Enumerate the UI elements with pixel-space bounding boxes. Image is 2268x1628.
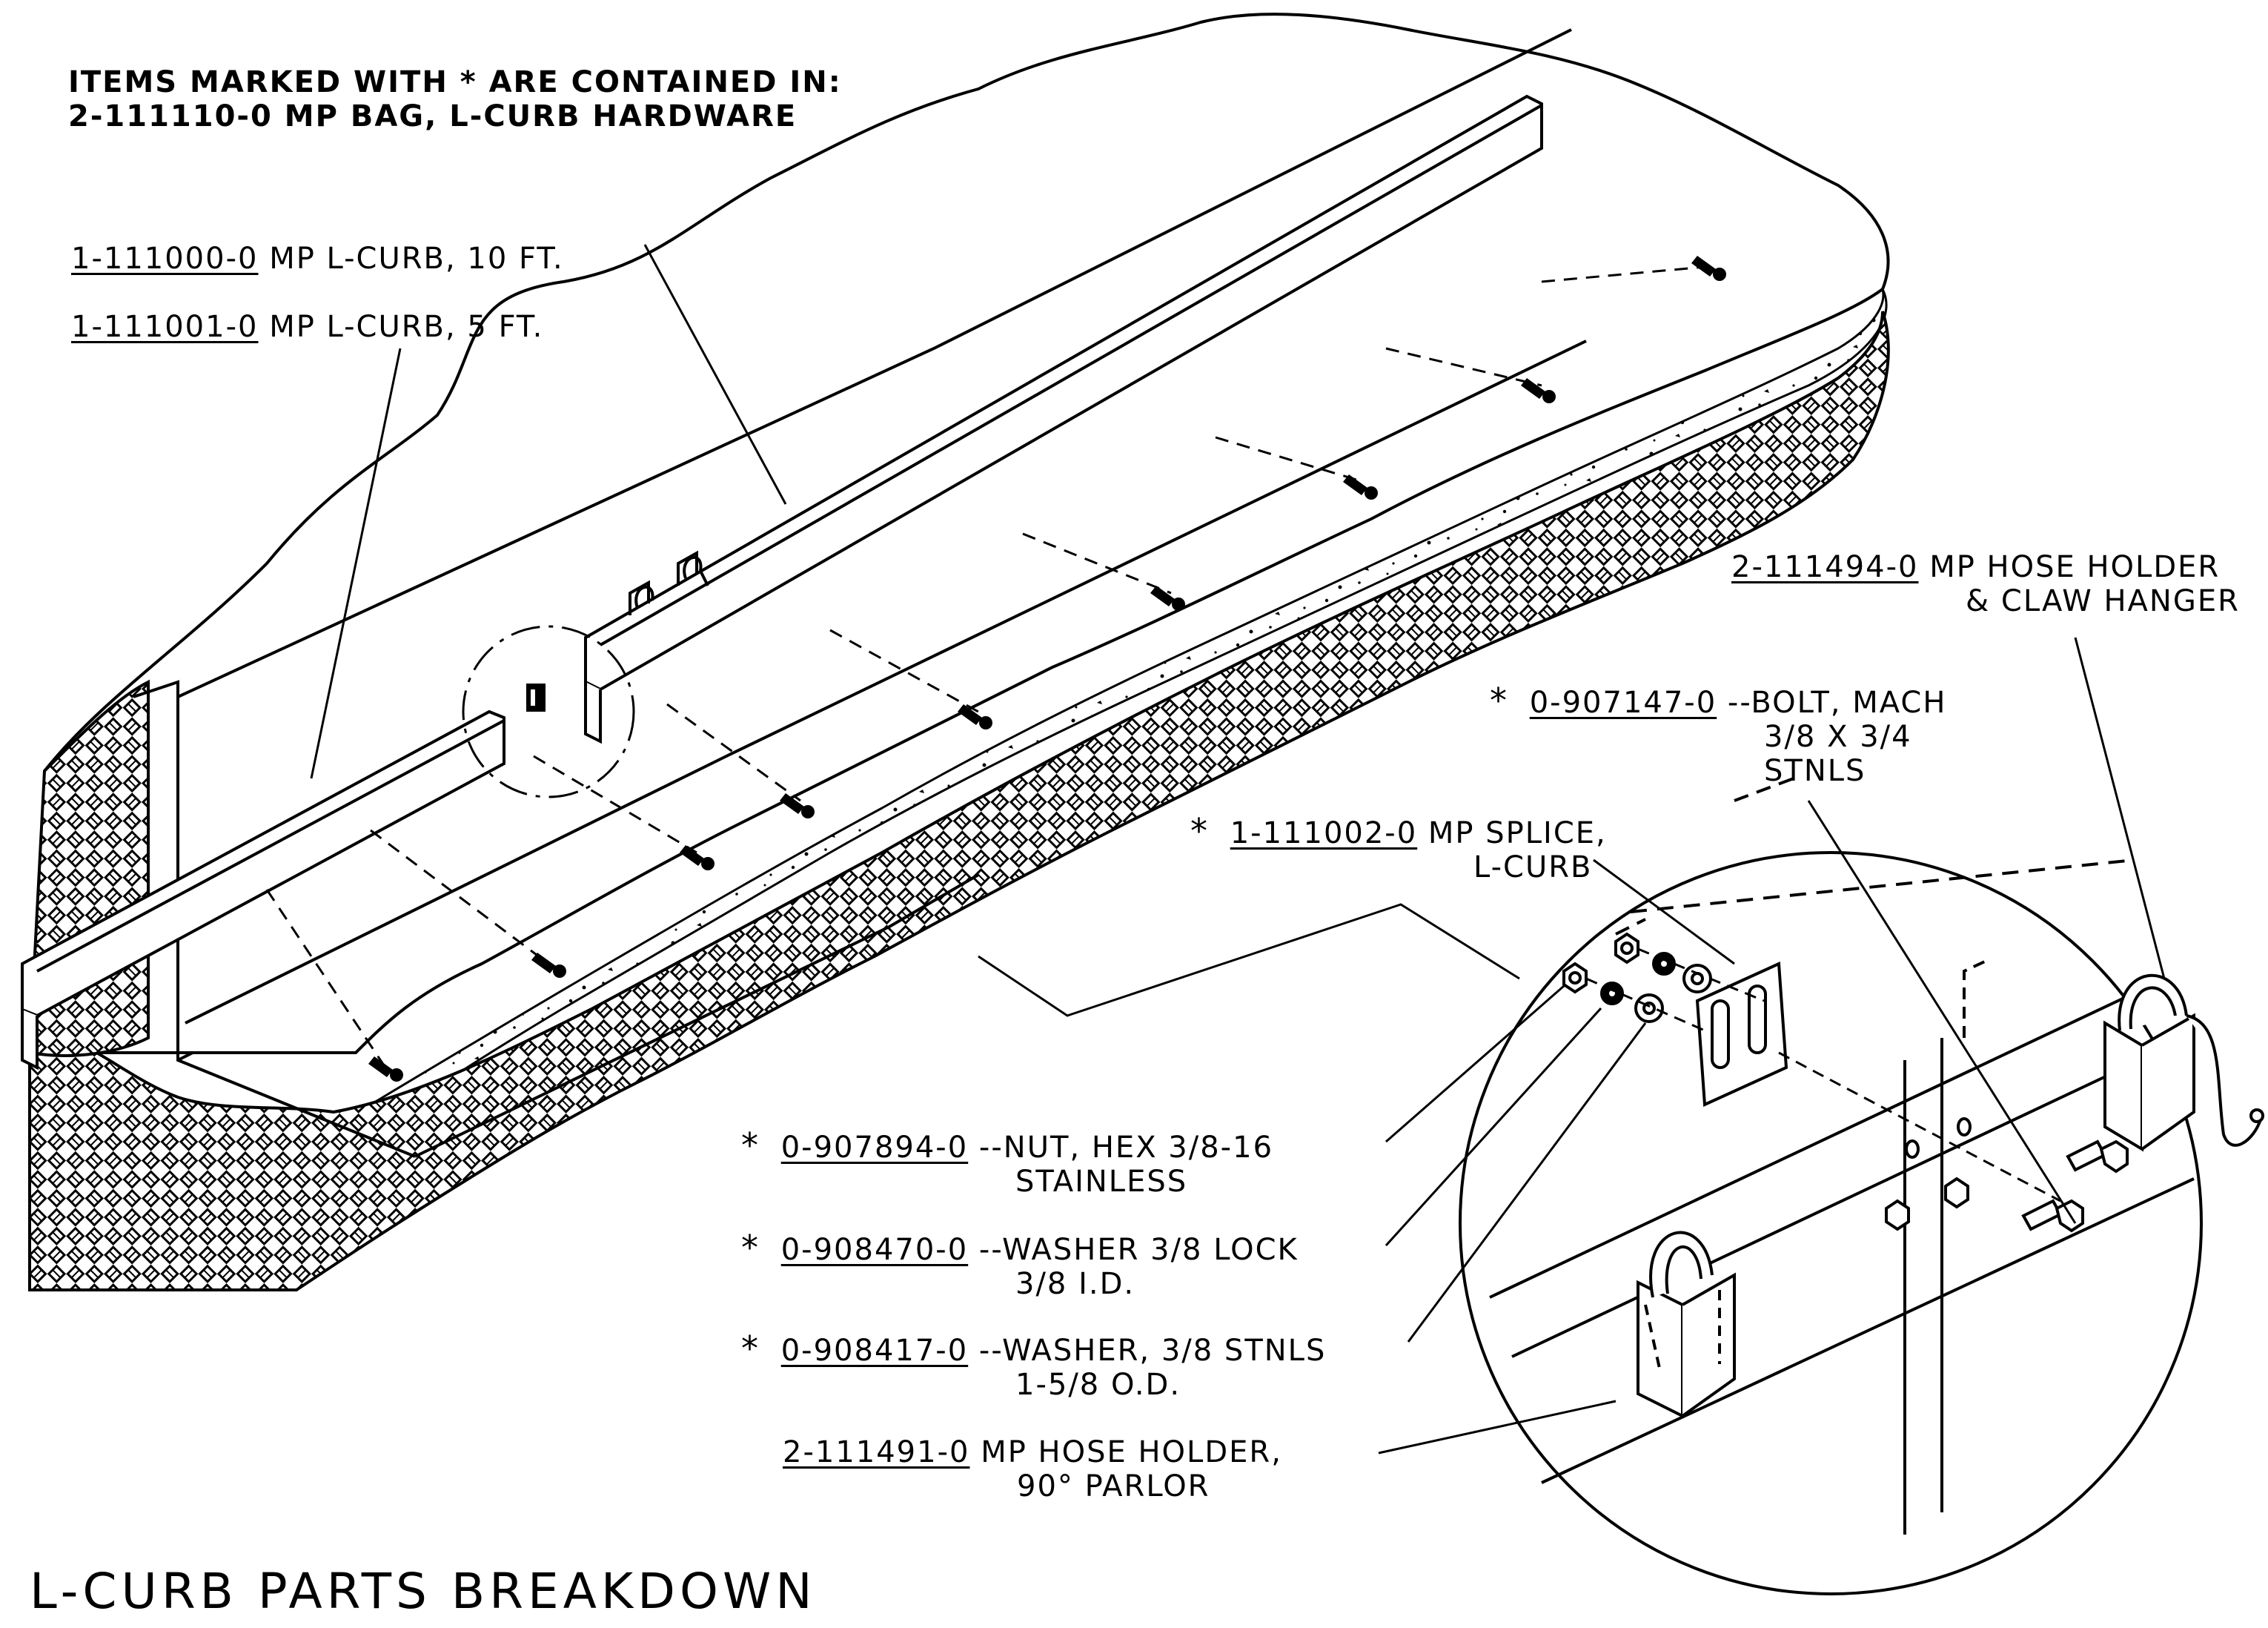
part-description-2: 3/8 X 3/4 (1764, 720, 1912, 754)
part-description: --NUT, HEX 3/8-16 (978, 1131, 1274, 1165)
callout-hose-holder-parlor: 2-111491-0 MP HOSE HOLDER, 90° PARLOR (783, 1435, 1282, 1503)
part-description: MP HOSE HOLDER (1929, 550, 2221, 584)
callout-splice: * 1-111002-0 MP SPLICE, L-CURB (1190, 814, 1607, 884)
detail-view-linework (1489, 777, 2195, 1535)
hose-holder-claw-detail (2103, 973, 2264, 1152)
detail-callout-circle (462, 625, 635, 798)
kit-note-line2: 2-111110-0 MP BAG, L-CURB HARDWARE (68, 99, 798, 133)
nuts-washers (1562, 932, 1712, 1023)
part-description-2: 90° PARLOR (1017, 1469, 1210, 1503)
callout-l-curb-10ft: 1-111000-0 MP L-CURB, 10 FT. (71, 242, 564, 276)
kit-note-line1: ITEMS MARKED WITH * ARE CONTAINED IN: (68, 65, 842, 99)
screw-centerlines (265, 265, 1705, 1068)
callout-hose-holder-claw: 2-111494-0 MP HOSE HOLDER & CLAW HANGER (1731, 550, 2240, 618)
part-description: --BOLT, MACH (1727, 686, 1947, 720)
detail-leader (978, 903, 1520, 1017)
part-number: 1-111001-0 (71, 310, 259, 344)
splice-plate-small (526, 684, 546, 712)
part-number: 0-908470-0 (780, 1233, 969, 1267)
drawing-title: L-CURB PARTS BREAKDOWN (30, 1563, 817, 1620)
part-description: MP L-CURB, 5 FT. (269, 310, 544, 344)
part-number: 2-111491-0 (783, 1435, 970, 1469)
part-description: MP SPLICE, (1428, 816, 1607, 850)
kit-star-icon: * (741, 1125, 760, 1165)
part-description-2: STAINLESS (1015, 1165, 1188, 1199)
part-number: 0-908417-0 (780, 1334, 969, 1368)
leader-lines (310, 244, 2166, 1455)
splice-plate-detail (1695, 961, 1788, 1108)
callout-hex-nut: * 0-907894-0 --NUT, HEX 3/8-16 STAINLESS (741, 1128, 1273, 1199)
screws (368, 256, 1726, 1082)
part-description-2: L-CURB (1473, 850, 1593, 884)
part-description-2: & CLAW HANGER (1966, 584, 2240, 618)
l-curb-10ft (584, 94, 1543, 744)
detail-view-circle (1459, 851, 2203, 1595)
l-curb-5ft (21, 709, 505, 1071)
callout-l-curb-5ft: 1-111001-0 MP L-CURB, 5 FT. (71, 310, 543, 344)
part-description: MP L-CURB, 10 FT. (269, 242, 564, 276)
kit-star-icon: * (1490, 681, 1508, 721)
hose-holder-parlor-detail (1637, 1231, 1736, 1419)
kit-note: ITEMS MARKED WITH * ARE CONTAINED IN: 2-… (68, 65, 842, 133)
part-description-3: STNLS (1764, 754, 1866, 788)
part-number: 0-907894-0 (780, 1131, 969, 1165)
kit-star-icon: * (1190, 811, 1209, 851)
part-number: 1-111000-0 (71, 242, 259, 276)
part-description: --WASHER 3/8 LOCK (978, 1233, 1299, 1267)
part-description: MP HOSE HOLDER, (981, 1435, 1282, 1469)
callout-bolt-mach: * 0-907147-0 --BOLT, MACH 3/8 X 3/4 STNL… (1490, 684, 1946, 788)
part-description-2: 3/8 I.D. (1015, 1267, 1135, 1301)
kit-star-icon: * (741, 1328, 760, 1369)
small-hose-holders (629, 550, 709, 615)
kit-star-icon: * (741, 1228, 760, 1268)
part-number: 0-907147-0 (1529, 686, 1717, 720)
part-number: 2-111494-0 (1731, 550, 1919, 584)
part-description-2: 1-5/8 O.D. (1015, 1368, 1181, 1402)
slab-top-outline (43, 13, 1890, 1054)
callout-flat-washer: * 0-908417-0 --WASHER, 3/8 STNLS 1-5/8 O… (741, 1331, 1326, 1402)
trench-outline (133, 28, 1587, 1158)
bolts-detail (1885, 1117, 2129, 1233)
part-number: 1-111002-0 (1230, 816, 1418, 850)
callout-lock-washer: * 0-908470-0 --WASHER 3/8 LOCK 3/8 I.D. (741, 1231, 1299, 1301)
part-description: --WASHER, 3/8 STNLS (978, 1334, 1327, 1368)
